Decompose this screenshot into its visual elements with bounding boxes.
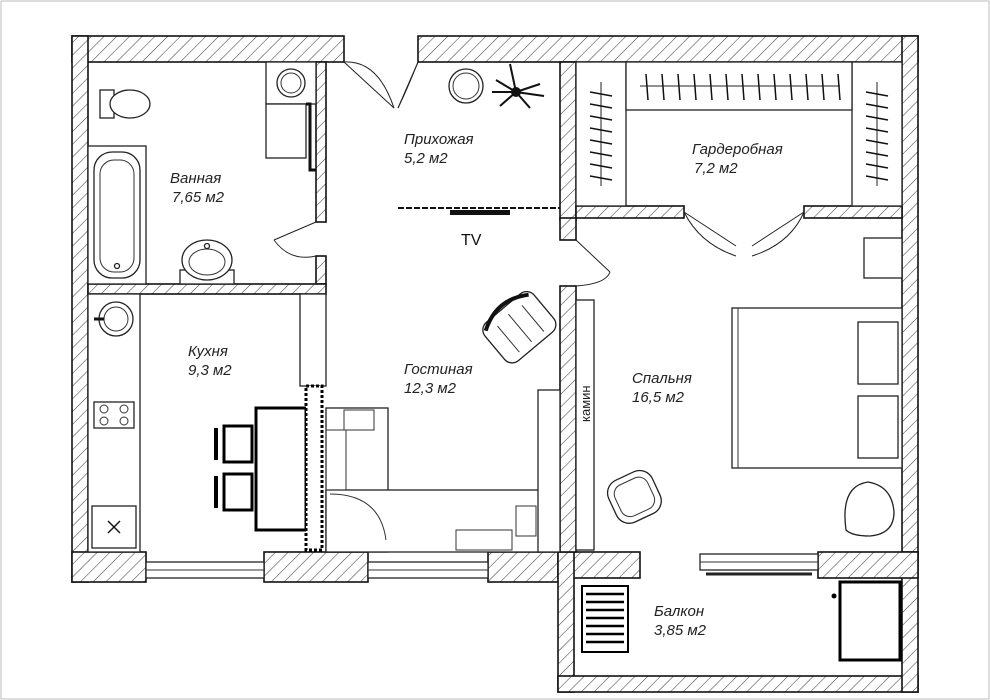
fridge-icon bbox=[91, 505, 137, 549]
living-area: 12,3 м2 bbox=[404, 380, 457, 397]
wardrobe-area: 7,2 м2 bbox=[694, 160, 738, 177]
bathroom-fixtures bbox=[87, 61, 317, 285]
fireplace-icon bbox=[575, 299, 595, 551]
balcony-area: 3,85 м2 bbox=[654, 622, 707, 639]
living-room-furniture bbox=[325, 290, 561, 553]
bed-icon bbox=[731, 307, 903, 469]
windows bbox=[145, 553, 819, 579]
bedroom-chair-icon bbox=[606, 469, 662, 524]
balcony-cabinet-icon bbox=[831, 580, 902, 662]
pouf-icon bbox=[844, 481, 895, 537]
bedroom-furniture bbox=[575, 237, 903, 551]
coat-rack-icon bbox=[492, 63, 545, 109]
living-name: Гостиная bbox=[404, 361, 473, 378]
bedroom-name: Спальня bbox=[632, 370, 692, 387]
stove-icon bbox=[93, 401, 135, 429]
kitchen-area: 9,3 м2 bbox=[188, 362, 232, 379]
toilet-icon bbox=[99, 89, 151, 119]
tv-label: TV bbox=[461, 232, 482, 249]
bedroom-area: 16,5 м2 bbox=[632, 389, 685, 406]
fireplace-label: камин bbox=[578, 385, 593, 422]
kitchen-name: Кухня bbox=[188, 343, 228, 360]
room-labels: Ванная 7,65 м2 Прихожая 5,2 м2 Гардеробн… bbox=[170, 131, 783, 639]
hallway-fixtures bbox=[398, 63, 560, 215]
wardrobe-name: Гардеробная bbox=[692, 141, 783, 158]
wardrobe-fixtures bbox=[575, 61, 903, 207]
bathroom-sink-icon bbox=[179, 239, 235, 285]
hallway-area: 5,2 м2 bbox=[404, 150, 448, 167]
balcony-furniture bbox=[581, 580, 902, 662]
bathtub-icon bbox=[87, 145, 147, 285]
plant-shelf-icon bbox=[581, 585, 629, 653]
corner-sofa-icon bbox=[325, 407, 541, 553]
interior-walls bbox=[87, 61, 903, 553]
hallway-name: Прихожая bbox=[404, 131, 474, 148]
doors bbox=[273, 61, 805, 287]
kitchen-sink-icon bbox=[94, 301, 134, 337]
bathroom-name: Ванная bbox=[170, 170, 221, 187]
armchair-icon bbox=[482, 290, 557, 364]
kitchen-fixtures bbox=[87, 293, 327, 553]
mirror-icon bbox=[448, 68, 484, 104]
exterior-walls bbox=[71, 35, 919, 693]
balcony-name: Балкон bbox=[654, 603, 704, 620]
bathroom-area: 7,65 м2 bbox=[172, 189, 225, 206]
dining-table-icon bbox=[214, 406, 308, 532]
tv-icon bbox=[398, 207, 560, 215]
washing-machine-icon bbox=[265, 61, 317, 172]
